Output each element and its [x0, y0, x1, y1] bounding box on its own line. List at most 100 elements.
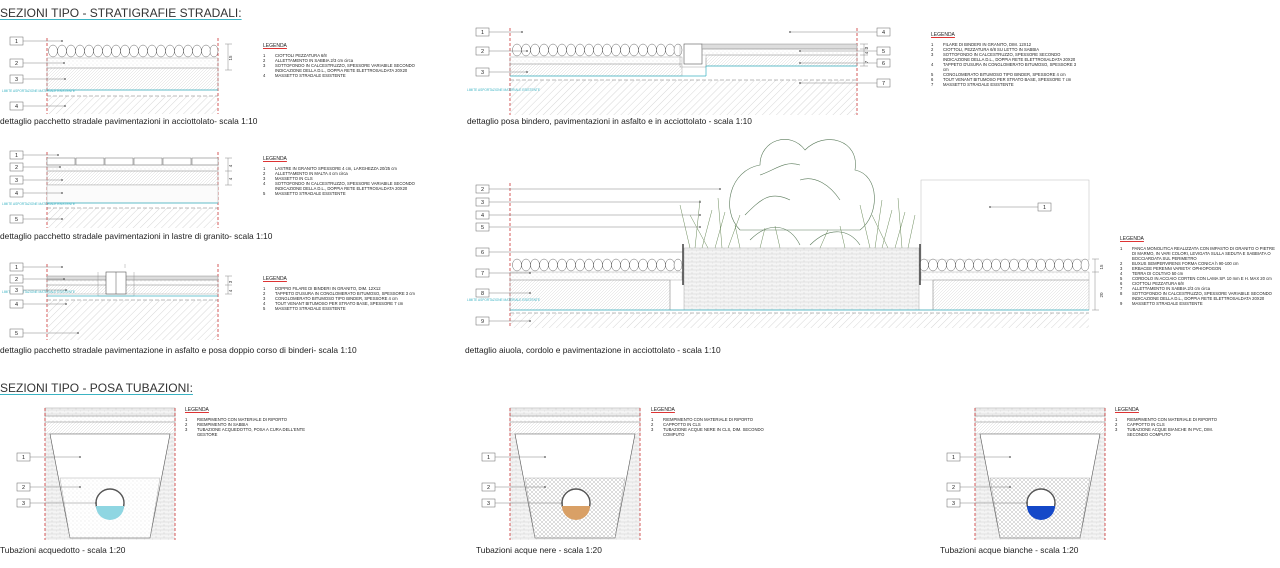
- legend-item: 3 SOTTOFONDO IN CALCESTRUZZO, SPESSORE VA…: [263, 63, 423, 73]
- detail-granito: [46, 152, 232, 228]
- callout-number: 4: [15, 104, 18, 110]
- legend-title: LEGENDA: [1115, 407, 1139, 413]
- legend-item-number: 4: [263, 73, 266, 78]
- legend-item: 2 TAPPETO D'USURA IN CONGLOMERATO BITUMOS…: [263, 291, 423, 296]
- legend-title: LEGENDA: [1120, 236, 1144, 242]
- legend-acque-nere: LEGENDA 1 RIEMPIMENTO CON MATERIALE DI RIP…: [651, 407, 771, 438]
- legend-item: 5 MASSETTO STRADALE ESISTENTE: [263, 306, 423, 311]
- callout-number: 2: [15, 277, 18, 283]
- legend-item-text: SOTTOFONDO IN CALCESTRUZZO, SPESSORE VAR…: [275, 63, 415, 73]
- legend-item-number: 3: [263, 176, 266, 181]
- callout-number: 3: [481, 70, 484, 76]
- legend-title: LEGENDA: [651, 407, 675, 413]
- caption-acquedotto: Tubazioni acquedotto - scala 1:20: [0, 545, 126, 555]
- legend-item-number: 1: [931, 42, 934, 47]
- callout-number: 5: [15, 331, 18, 337]
- legend-item-text: CAPPOTTO IN CLS: [663, 422, 701, 427]
- legend-item-number: 2: [931, 47, 934, 52]
- callout-number: 1: [487, 455, 490, 461]
- legend-item-number: 9: [1120, 301, 1123, 306]
- callout-marker: 1: [475, 27, 523, 37]
- dimension-value: 4: [228, 177, 233, 180]
- callout-marker: 3: [475, 67, 528, 77]
- callout-number: 3: [22, 501, 25, 507]
- legend-item-number: 2: [263, 291, 266, 296]
- callout-marker: 3: [475, 197, 701, 207]
- legend-item-number: 5: [263, 306, 266, 311]
- plant-canopy: [729, 139, 875, 246]
- callout-marker: 2: [9, 274, 65, 284]
- detail-asfalto-binderi: [46, 264, 232, 340]
- dimension-value: 4: [864, 51, 869, 54]
- limit-label: LIMITE ASPORTAZIONE MATERIALE ESISTENTE: [467, 88, 540, 92]
- pipe-section-acquedotto: [44, 407, 176, 540]
- callout-number: 2: [487, 485, 490, 491]
- callout-number: 6: [481, 250, 484, 256]
- callout-number: 4: [15, 302, 18, 308]
- callout-number: 1: [1043, 205, 1046, 211]
- legend-item-number: 1: [651, 417, 654, 422]
- legend-title: LEGENDA: [263, 276, 287, 282]
- callout-number: 4: [481, 213, 484, 219]
- callout-marker: 4: [9, 101, 66, 111]
- legend-item-text: TAPPETO D'USURA IN CONGLOMERATO BITUMOSO…: [275, 291, 415, 296]
- legend-item-text: CONGLOMERATO BITUMOSO TIPO BINDER, SPESS…: [275, 296, 398, 301]
- legend-item-text: PANCA MONOLITICA REALIZZATA CON IMPASTO …: [1132, 246, 1275, 261]
- legend-item-text: TAPPETO D'USURA IN CONGLOMERATO BITUMOSO…: [943, 62, 1077, 72]
- caption-aiuola: dettaglio aiuola, cordolo e pavimentazio…: [465, 345, 721, 355]
- callout-marker: 4: [475, 210, 701, 220]
- legend-item-number: 3: [263, 63, 266, 68]
- legend-item-number: 2: [263, 58, 266, 63]
- callout-marker: 7: [475, 268, 531, 278]
- legend-item-text: MASSETTO STRADALE ESISTENTE: [275, 73, 346, 78]
- legend-item-text: RIEMPIMENTO CON MATERIALE DI RIPORTO: [663, 417, 753, 422]
- section-title-tubazioni: SEZIONI TIPO - POSA TUBAZIONI:: [0, 381, 193, 395]
- legend-item-text: MASSETTO STRADALE ESISTENTE: [275, 306, 346, 311]
- limit-label: LIMITE ASPORTAZIONE MATERIALE ESISTENTE: [467, 298, 540, 302]
- legend-item-number: 7: [931, 82, 934, 87]
- legend-item-text: ALLETTAMENTO IN SABBIA 2/3 cm circa: [275, 58, 354, 63]
- callout-marker: 3: [16, 498, 97, 508]
- callout-marker: 2: [9, 58, 65, 68]
- cobbles: [48, 44, 219, 58]
- callout-marker: 1: [16, 452, 81, 462]
- legend-item-text: MASSETTO STRADALE ESISTENTE: [1132, 301, 1203, 306]
- legend-item-number: 1: [1115, 417, 1118, 422]
- limit-label: LIMITE ASPORTAZIONE MATERIALE ESISTENTE: [2, 202, 75, 206]
- callout-marker: 3: [9, 175, 63, 185]
- legend-item-text: MASSETTO IN CLS: [275, 176, 313, 181]
- legend-item: 4 MASSETTO STRADALE ESISTENTE: [263, 73, 423, 78]
- callout-number: 3: [15, 288, 18, 294]
- dimension-value: 15: [228, 55, 233, 61]
- legend-item-text: DOPPIO FILARE DI BINDERI IN GRANITO, DIM…: [275, 286, 381, 291]
- callout-number: 9: [481, 319, 484, 325]
- legend-item: 9 MASSETTO STRADALE ESISTENTE: [1120, 301, 1275, 306]
- callout-marker: 1: [481, 452, 546, 462]
- caption-asfalto-binderi: dettaglio pacchetto stradale pavimentazi…: [0, 345, 357, 355]
- callout-marker: 5: [799, 46, 891, 56]
- legend-item-number: 7: [1120, 286, 1123, 291]
- callout-number: 3: [481, 200, 484, 206]
- callout-marker: 2: [946, 482, 1011, 492]
- callout-number: 1: [15, 153, 18, 159]
- legend-item: 2 ALLETTAMENTO IN SABBIA 2/3 cm circa: [263, 58, 423, 63]
- callout-number: 1: [15, 265, 18, 271]
- legend-item-number: 6: [1120, 281, 1123, 286]
- callout-marker: 2: [481, 482, 546, 492]
- callout-marker: 8: [475, 288, 531, 298]
- legend-item-number: 2: [185, 422, 188, 427]
- callout-number: 2: [15, 61, 18, 67]
- callout-marker: 2: [475, 46, 528, 56]
- legend-item-number: 4: [263, 301, 266, 306]
- callout-number: 2: [15, 165, 18, 171]
